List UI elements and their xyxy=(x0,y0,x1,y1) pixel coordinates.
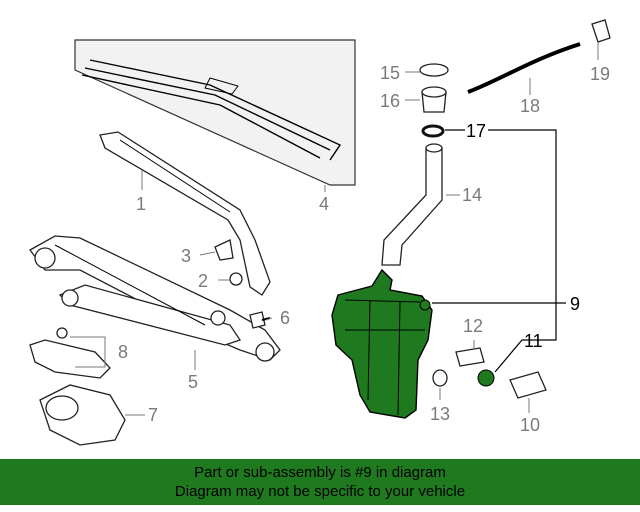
callout-19: 19 xyxy=(590,64,610,84)
wiper-motor-part xyxy=(39,384,126,446)
callout-8: 8 xyxy=(118,342,128,362)
callout-11: 11 xyxy=(524,331,543,351)
wiper-blade-part xyxy=(74,39,356,186)
callout-14: 14 xyxy=(462,185,482,205)
banner-line-2: Diagram may not be specific to your vehi… xyxy=(174,483,466,500)
callout-3: 3 xyxy=(181,246,191,266)
harness-part xyxy=(29,327,111,379)
hose-18-part xyxy=(467,42,581,94)
cap-part xyxy=(214,239,234,261)
grommet-13-part xyxy=(432,369,448,387)
nut-part xyxy=(229,272,243,286)
banner-line-1: Part or sub-assembly is #9 in diagram xyxy=(194,464,446,481)
callout-9: 9 xyxy=(570,294,580,314)
connector-19-part xyxy=(591,19,611,43)
parts-diagram: 1 2 3 4 5 6 7 8 9 10 11 12 13 14 15 16 1… xyxy=(29,19,611,446)
leader-lines-black xyxy=(432,129,566,373)
callout-16: 16 xyxy=(380,91,400,111)
o-ring-17-part xyxy=(421,124,445,138)
notice-banner: Part or sub-assembly is #9 in diagram Di… xyxy=(0,459,640,505)
callout-15: 15 xyxy=(380,63,400,83)
callout-6: 6 xyxy=(280,308,290,328)
bolt-part xyxy=(249,311,271,329)
callout-1: 1 xyxy=(136,194,146,214)
wiper-arm-part xyxy=(99,131,271,296)
pump-12-part xyxy=(455,347,485,367)
filler-neck-16-part xyxy=(421,86,447,113)
callout-13: 13 xyxy=(430,404,450,424)
callout-2: 2 xyxy=(198,271,208,291)
plug-11-part xyxy=(477,369,495,387)
callout-17: 17 xyxy=(466,121,486,141)
callout-4: 4 xyxy=(319,194,329,214)
filler-tube-14-part xyxy=(381,143,443,266)
callout-18: 18 xyxy=(520,96,540,116)
cap-15-part xyxy=(419,63,449,77)
callout-5: 5 xyxy=(188,372,198,392)
linkage-assembly-part xyxy=(29,235,281,362)
callout-7: 7 xyxy=(148,405,158,425)
callout-12: 12 xyxy=(463,316,483,336)
leader-lines xyxy=(70,42,599,416)
sensor-10-part xyxy=(509,371,547,399)
callout-10: 10 xyxy=(520,415,540,435)
washer-reservoir-part[interactable] xyxy=(331,268,433,419)
